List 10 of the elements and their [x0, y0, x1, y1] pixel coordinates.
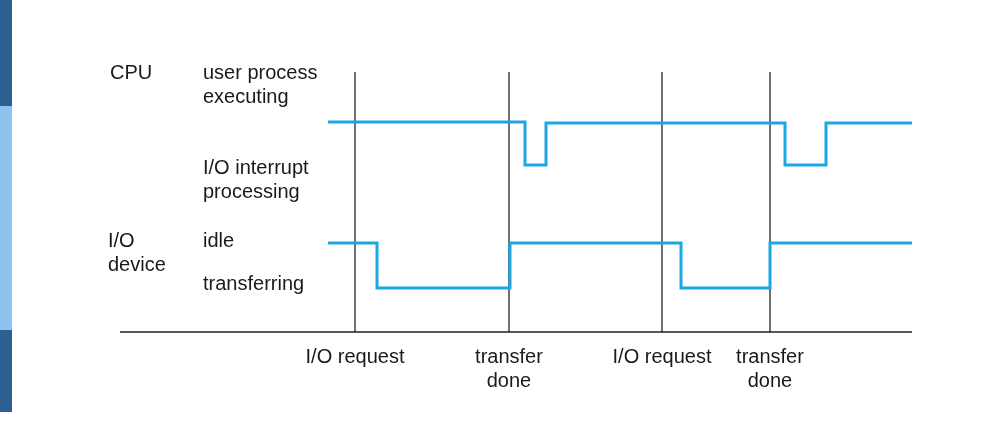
- row-heading: CPU: [110, 60, 154, 84]
- state-label: transferring: [203, 271, 306, 295]
- event-label: transfer done: [735, 344, 805, 392]
- state-label: I/O interrupt processing: [203, 155, 310, 203]
- event-label: I/O request: [305, 344, 405, 368]
- event-label: transfer done: [474, 344, 544, 392]
- event-label: I/O request: [612, 344, 712, 368]
- row-heading: I/O device: [108, 228, 167, 276]
- state-label: idle: [203, 228, 236, 252]
- state-label: user process executing: [203, 60, 319, 108]
